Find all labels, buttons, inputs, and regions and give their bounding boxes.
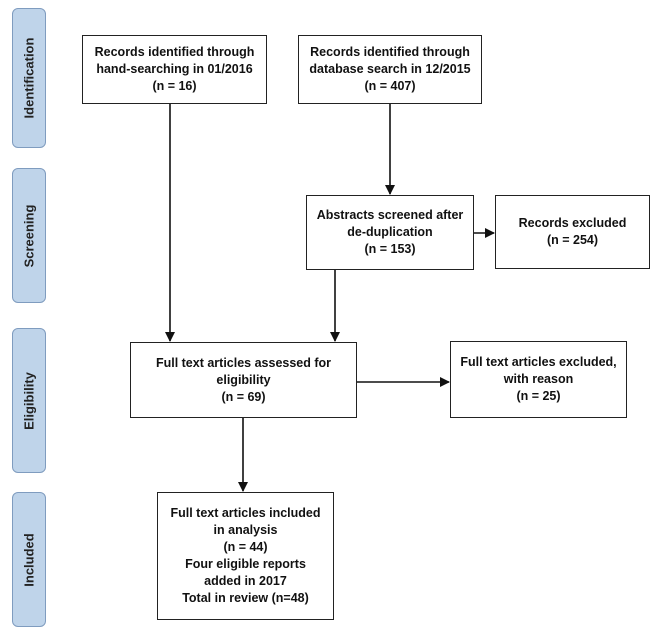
- box-line: Abstracts screened after: [316, 208, 464, 222]
- box-line: added in 2017: [204, 574, 287, 588]
- box-database-search: Records identified through database sear…: [298, 35, 482, 104]
- box-hand-searching: Records identified through hand-searchin…: [82, 35, 267, 104]
- box-line: Four eligible reports: [185, 557, 306, 571]
- box-included: Full text articles included in analysis …: [157, 492, 334, 620]
- box-line: Full text articles included: [170, 506, 321, 520]
- box-line: (n = 16): [152, 79, 197, 93]
- box-fulltext-excluded: Full text articles excluded, with reason…: [450, 341, 627, 418]
- stage-included: Included: [12, 492, 46, 627]
- stage-eligibility: Eligibility: [12, 328, 46, 473]
- box-line: eligibility: [216, 372, 271, 387]
- box-line: with reason: [503, 372, 574, 386]
- box-line: (n = 69): [221, 389, 266, 404]
- box-line: Records identified through: [94, 45, 255, 59]
- box-line: Full text articles assessed for: [155, 355, 332, 370]
- box-line: (n = 254): [546, 233, 599, 247]
- box-line: (n = 44): [223, 540, 268, 554]
- box-line: hand-searching in 01/2016: [96, 62, 253, 76]
- stage-identification: Identification: [12, 8, 46, 148]
- box-line: Records excluded: [518, 216, 627, 230]
- stage-screening: Screening: [12, 168, 46, 303]
- box-line: de-duplication: [347, 225, 433, 239]
- box-line: Full text articles excluded,: [460, 355, 617, 369]
- box-line: in analysis: [213, 523, 278, 537]
- box-abstracts-screened: Abstracts screened after de-duplication …: [306, 195, 474, 270]
- box-line: (n = 153): [364, 242, 416, 256]
- box-line: (n = 407): [364, 79, 416, 93]
- box-line: (n = 25): [516, 389, 561, 403]
- box-records-excluded: Records excluded (n = 254): [495, 195, 650, 269]
- box-line: Total in review (n=48): [182, 591, 309, 605]
- box-line: Records identified through: [310, 45, 470, 59]
- box-line: database search in 12/2015: [309, 62, 471, 76]
- box-fulltext-assessed: Full text articles assessed for eligibil…: [130, 342, 357, 418]
